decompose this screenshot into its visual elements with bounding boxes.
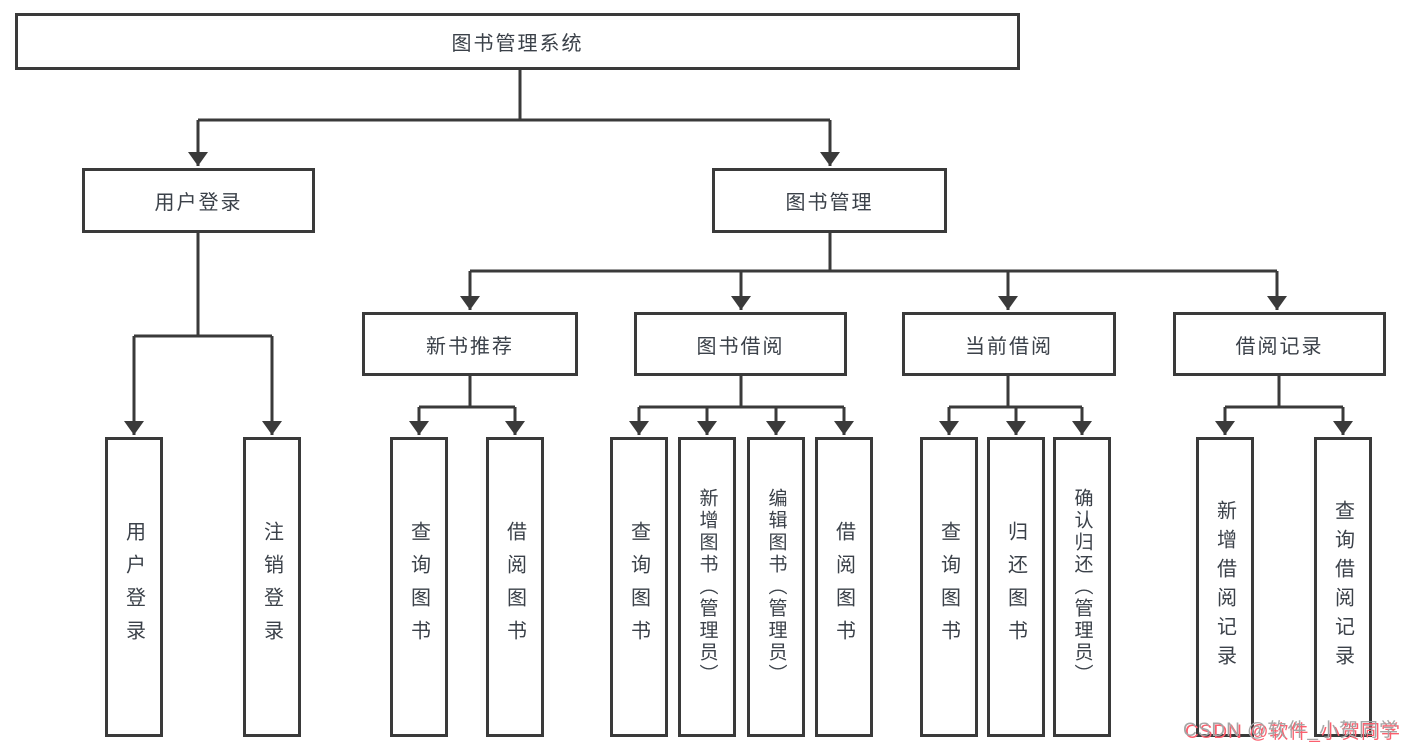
node-leaf-borrow-book: 借阅图书 <box>815 437 873 737</box>
node-new-book-recommend: 新书推荐 <box>362 312 578 376</box>
node-leaf-add-borrow-record: 新增借阅记录 <box>1196 437 1254 737</box>
node-book-borrow: 图书借阅 <box>634 312 847 376</box>
node-borrow-record: 借阅记录 <box>1173 312 1386 376</box>
node-current-borrow: 当前借阅 <box>902 312 1116 376</box>
node-library-management-system: 图书管理系统 <box>15 13 1020 70</box>
node-leaf-query-book-recommend: 查询图书 <box>390 437 448 737</box>
node-leaf-query-book-borrow: 查询图书 <box>610 437 668 737</box>
node-leaf-query-book-current: 查询图书 <box>920 437 978 737</box>
node-leaf-user-login: 用户登录 <box>105 437 163 737</box>
node-leaf-confirm-return-admin: 确认归还（管理员） <box>1053 437 1111 737</box>
node-leaf-query-borrow-record: 查询借阅记录 <box>1314 437 1372 737</box>
node-leaf-edit-book-admin: 编辑图书（管理员） <box>747 437 805 737</box>
node-leaf-add-book-admin: 新增图书（管理员） <box>678 437 736 737</box>
node-book-management: 图书管理 <box>712 168 947 233</box>
node-leaf-return-book: 归还图书 <box>987 437 1045 737</box>
node-user-login: 用户登录 <box>82 168 315 233</box>
node-leaf-borrow-book-recommend: 借阅图书 <box>486 437 544 737</box>
node-leaf-logout: 注销登录 <box>243 437 301 737</box>
